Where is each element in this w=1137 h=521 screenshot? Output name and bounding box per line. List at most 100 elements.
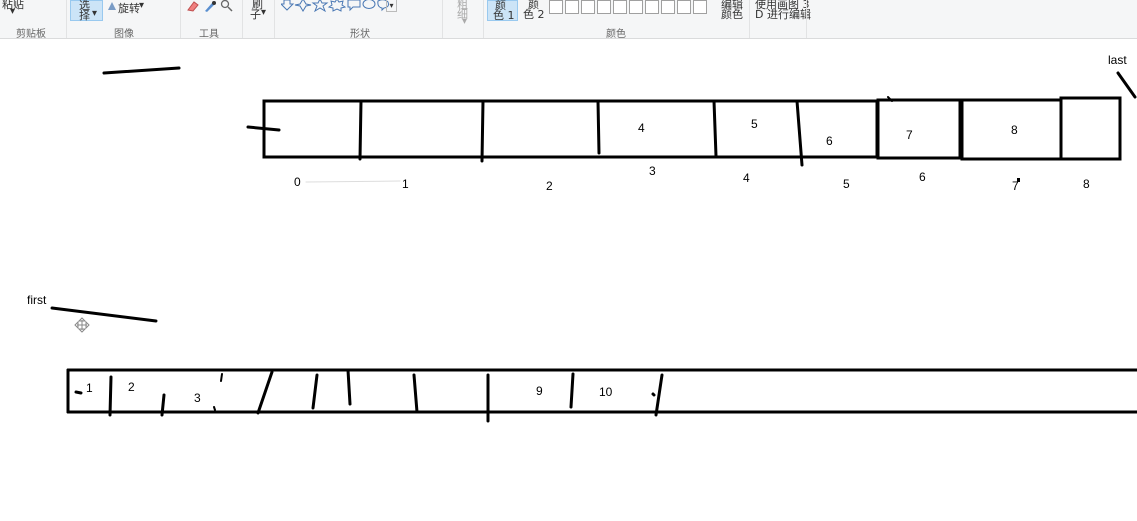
colors-group-label: 颜色 — [606, 29, 626, 40]
brushes-label[interactable]: 刷 — [252, 0, 263, 11]
bottom-cell-value: 2 — [128, 380, 135, 394]
pen-stroke — [246, 125, 281, 132]
size-dropdown-icon[interactable]: ▾ — [462, 16, 468, 27]
separator — [806, 0, 807, 38]
tools-group-label: 工具 — [199, 29, 219, 40]
divider — [412, 373, 419, 414]
divider — [346, 368, 352, 406]
pen-stroke — [102, 66, 181, 75]
color2-label[interactable]: 颜 — [528, 0, 539, 11]
divider — [160, 393, 166, 417]
color-swatch[interactable] — [677, 0, 691, 14]
color-swatch[interactable] — [549, 0, 563, 14]
color1-button[interactable]: 颜 色 1 — [487, 0, 518, 22]
top-cell-value: 8 — [1011, 123, 1018, 137]
top-array-box-last — [1059, 96, 1122, 161]
pen-stroke — [887, 96, 893, 102]
bottom-cell-value: 9 — [536, 384, 543, 398]
color-palette — [549, 0, 709, 14]
separator — [442, 0, 443, 38]
image-group-label: 图像 — [114, 29, 134, 40]
edit-colors-label[interactable]: 编辑 — [721, 0, 743, 11]
pen-dot — [1017, 178, 1020, 182]
paste-dropdown-icon[interactable]: ▾ — [10, 6, 16, 17]
index-label: 0 — [294, 175, 301, 189]
divider — [654, 373, 664, 417]
separator — [180, 0, 181, 38]
index-label: 4 — [743, 171, 750, 185]
color1-label-2: 色 1 — [493, 9, 515, 22]
first-label: first — [27, 293, 47, 307]
divider — [311, 373, 319, 410]
divider — [358, 99, 363, 161]
brushes-dropdown-icon[interactable]: ▾ — [261, 7, 267, 18]
bottom-cell-value: 1 — [86, 381, 93, 395]
divider — [256, 370, 274, 415]
separator — [66, 0, 67, 38]
magnifier-icon[interactable] — [220, 0, 233, 15]
color-swatch[interactable] — [613, 0, 627, 14]
paste-button[interactable]: 粘贴 — [2, 0, 24, 11]
brushes-label-2[interactable]: 子 — [250, 8, 261, 21]
divider — [480, 99, 485, 163]
divider — [569, 372, 575, 409]
color-swatch[interactable] — [597, 0, 611, 14]
divider — [596, 99, 601, 155]
ribbon: 粘贴 ▾ 剪贴板 选 择 ▾ 旋转 ▾ 图像 工具 刷 子 ▾ — [0, 0, 1137, 40]
index-label: 6 — [919, 170, 926, 184]
divider — [108, 375, 113, 417]
separator — [483, 0, 484, 38]
last-label: last — [1108, 53, 1127, 67]
size-label-2[interactable]: 细 — [457, 8, 468, 21]
pen-dot — [74, 390, 83, 395]
edit-colors-label-2[interactable]: 颜色 — [721, 8, 743, 21]
color-picker-icon[interactable] — [203, 0, 217, 15]
shapes-group-label: 形状 — [350, 29, 370, 40]
pen-dot — [651, 392, 656, 397]
select-label: 选 — [79, 0, 90, 12]
top-cell-value: 5 — [751, 117, 758, 131]
top-array-box-7 — [876, 98, 962, 160]
rotate-icon — [106, 0, 116, 10]
paint3d-label-2[interactable]: D 进行编辑 — [755, 8, 811, 21]
rotate-button[interactable]: 旋转 — [118, 2, 140, 15]
top-cell-value: 6 — [826, 134, 833, 148]
color-swatch[interactable] — [565, 0, 579, 14]
clipboard-group-label: 剪贴板 — [16, 29, 46, 40]
pen-stroke — [305, 180, 401, 183]
shapes-gallery[interactable] — [279, 0, 393, 15]
color-swatch[interactable] — [645, 0, 659, 14]
shapes-scroll-icon[interactable]: ▾ — [386, 0, 397, 12]
index-label: 2 — [546, 179, 553, 193]
canvas-drawing — [50, 66, 1137, 423]
bottom-cell-value: 3 — [194, 391, 201, 405]
first-pointer — [50, 306, 158, 323]
color-swatch[interactable] — [629, 0, 643, 14]
separator — [749, 0, 750, 38]
color2-label-2[interactable]: 色 2 — [523, 8, 545, 21]
color-swatch[interactable] — [581, 0, 595, 14]
index-label: 3 — [649, 164, 656, 178]
separator — [274, 0, 275, 38]
last-pointer — [1116, 71, 1137, 99]
separator — [242, 0, 243, 38]
drawing-canvas[interactable]: 4 5 6 7 8 0 1 2 3 4 5 6 7 8 last first 1… — [0, 39, 1137, 521]
select-button[interactable]: 选 择 ▾ — [70, 0, 103, 22]
bottom-cell-value: 10 — [599, 385, 613, 399]
divider — [712, 99, 718, 158]
pen-stroke — [220, 373, 223, 382]
select-label-2: 择 — [79, 9, 90, 22]
color-swatch[interactable] — [661, 0, 675, 14]
color-swatch[interactable] — [693, 0, 707, 14]
index-label: 1 — [402, 177, 409, 191]
paint3d-label[interactable]: 使用画图 3 — [755, 0, 810, 11]
eraser-icon[interactable] — [186, 0, 200, 15]
size-label[interactable]: 粗 — [457, 0, 468, 11]
color1-label: 颜 — [495, 0, 506, 12]
select-dropdown-icon: ▾ — [92, 8, 98, 19]
index-label: 7 — [1012, 179, 1019, 193]
rotate-dropdown-icon[interactable]: ▾ — [139, 0, 145, 11]
divider — [795, 99, 804, 167]
top-cell-value: 7 — [906, 128, 913, 142]
index-label: 8 — [1083, 177, 1090, 191]
